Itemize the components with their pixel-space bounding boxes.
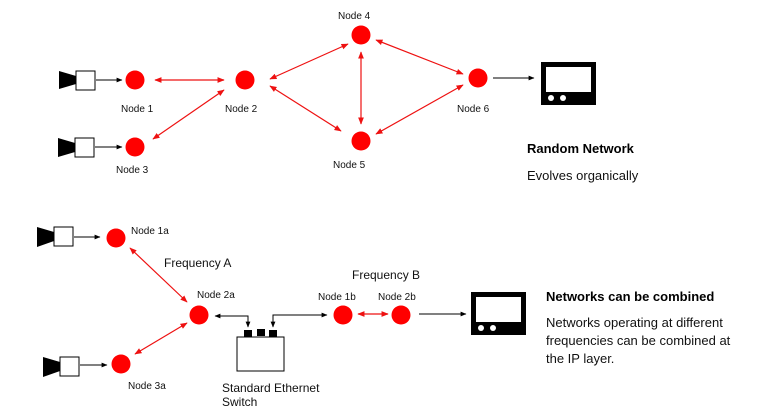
random-network-description: Evolves organically [527,168,639,183]
camera-icon [43,356,80,377]
node-label: Node 1a [131,226,169,237]
monitor-icon [471,292,526,335]
node-label: Node 3 [116,165,149,176]
combined-networks-description: the IP layer. [546,351,614,366]
node-1a[interactable] [106,228,126,248]
frequency-b-label: Frequency B [352,268,420,282]
node-3[interactable] [125,137,145,157]
node-2b[interactable] [391,305,411,325]
node-label: Node 4 [338,11,371,22]
node-label: Node 2b [378,292,416,303]
switch-label: Switch [222,395,257,409]
radio-link [152,89,225,140]
random-network-title: Random Network [527,141,635,156]
monitor-icon [541,62,596,105]
node-label: Node 2 [225,104,258,115]
node-label: Node 2a [197,290,235,301]
node-label: Node 5 [333,160,366,171]
node-label: Node 3a [128,381,166,392]
combined-networks-description: Networks operating at different [546,315,723,330]
node-4[interactable] [351,25,371,45]
switch-label: Standard Ethernet [222,381,320,395]
node-2[interactable] [235,70,255,90]
node-label: Node 1 [121,104,154,115]
camera-icon [37,226,74,247]
node-3a[interactable] [111,354,131,374]
radio-link [129,247,188,303]
node-1b[interactable] [333,305,353,325]
node-label: Node 1b [318,292,356,303]
radio-link [269,43,349,80]
camera-icon [58,137,95,158]
node-label: Node 6 [457,104,490,115]
combined-networks-title: Networks can be combined [546,289,714,304]
node-6[interactable] [468,68,488,88]
frequency-a-label: Frequency A [164,256,231,270]
radio-link [134,322,188,355]
ethernet-switch-icon [236,329,285,372]
radio-link [269,85,342,132]
radio-link [375,84,464,135]
node-5[interactable] [351,131,371,151]
combined-networks-description: frequencies can be combined at [546,333,731,348]
camera-icon [59,70,96,91]
node-1[interactable] [125,70,145,90]
wired-link [270,312,328,328]
node-2a[interactable] [189,305,209,325]
radio-link [375,39,464,75]
wired-link [214,313,251,328]
